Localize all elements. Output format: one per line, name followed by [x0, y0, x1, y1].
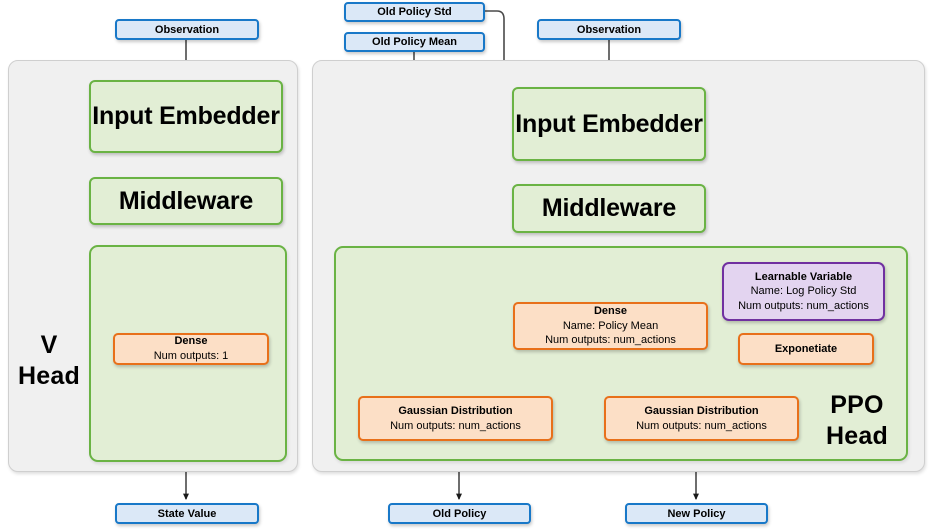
v-head-input-observation[interactable]: Observation [115, 19, 259, 40]
v-head-dense[interactable]: Dense Num outputs: 1 [113, 333, 269, 365]
ppo-exponentiate[interactable]: Exponetiate [738, 333, 874, 365]
v-head-input-embedder[interactable]: Input Embedder [89, 80, 283, 153]
ppo-learnable-variable-log-policy-std[interactable]: Learnable Variable Name: Log Policy Std … [722, 262, 885, 321]
ppo-input-old-policy-std[interactable]: Old Policy Std [344, 2, 485, 22]
ppo-gaussian-distribution-old[interactable]: Gaussian Distribution Num outputs: num_a… [358, 396, 553, 441]
v-head-label-line1: V [40, 331, 58, 359]
ppo-head-label-line2: Head [826, 421, 888, 450]
ppo-input-embedder[interactable]: Input Embedder [512, 87, 706, 161]
ppo-input-old-policy-mean[interactable]: Old Policy Mean [344, 32, 485, 52]
ppo-output-new-policy[interactable]: New Policy [625, 503, 768, 524]
v-head-output-state-value[interactable]: State Value [115, 503, 259, 524]
ppo-input-observation[interactable]: Observation [537, 19, 681, 40]
ppo-output-old-policy[interactable]: Old Policy [388, 503, 531, 524]
ppo-head-label: PPO Head [812, 390, 902, 451]
ppo-gaussian-distribution-new[interactable]: Gaussian Distribution Num outputs: num_a… [604, 396, 799, 441]
ppo-dense-policy-mean[interactable]: Dense Name: Policy Mean Num outputs: num… [513, 302, 708, 350]
ppo-head-label-line1: PPO [830, 391, 884, 419]
v-head-label-line2: Head [18, 361, 80, 390]
v-head-label: V Head [14, 330, 84, 391]
ppo-middleware[interactable]: Middleware [512, 184, 706, 233]
v-head-middleware[interactable]: Middleware [89, 177, 283, 225]
